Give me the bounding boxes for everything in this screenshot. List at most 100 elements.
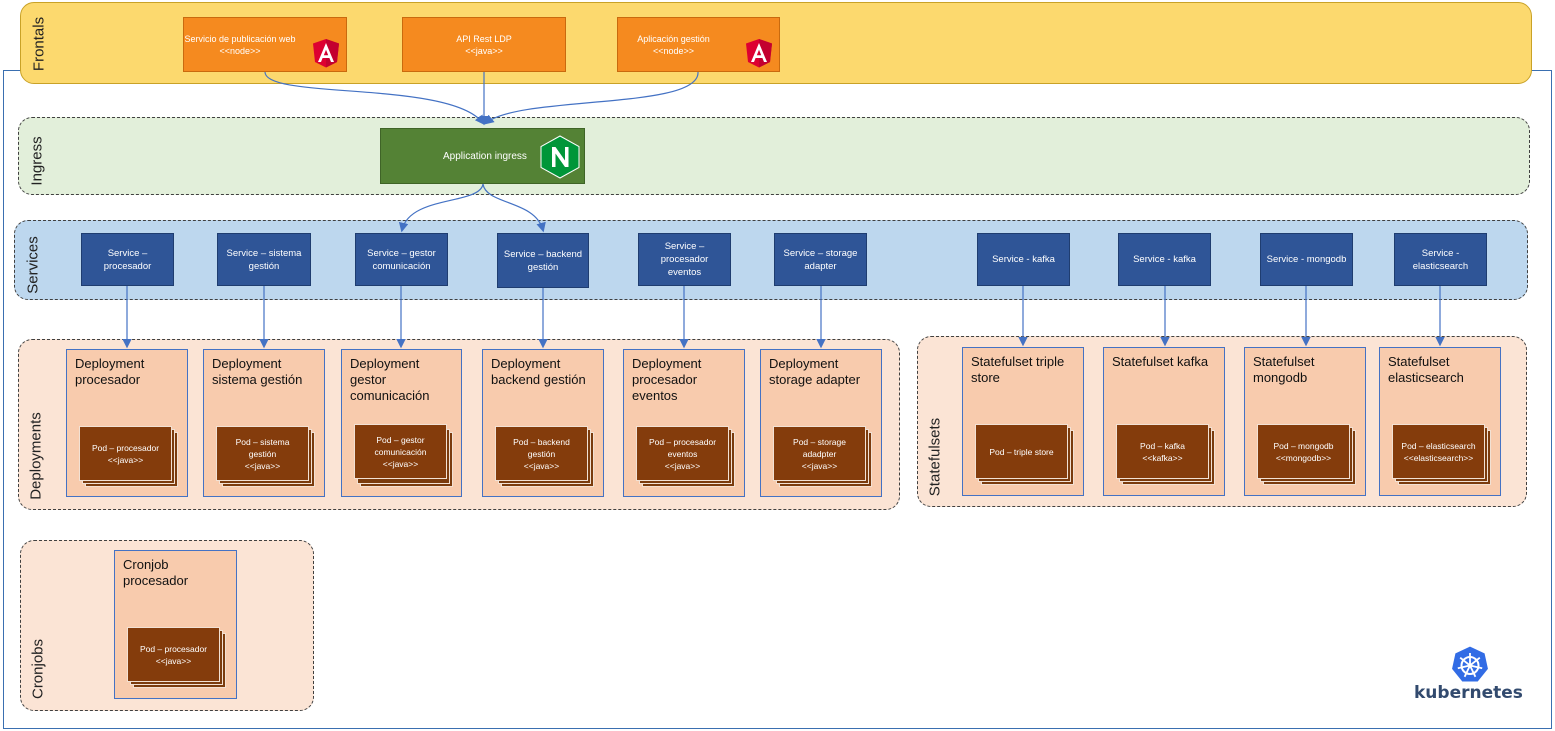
statefulset-triple-store: Statefulset triple store Pod – triple st… [962,347,1084,496]
service-mongodb: Service - mongodb [1260,233,1353,286]
statefulset-title: Statefulset triple store [971,354,1065,385]
pod-procesador-cron: Pod – procesador <<java>> [127,627,220,682]
service-line1: Service – [664,241,705,252]
pod-line: <<java>> [155,655,192,666]
deployment-title: Deployment backend gestión [491,356,586,387]
frontal-api-rest-ldp: API Rest LDP <<java>> [402,17,566,72]
deployment-title: Deployment gestor comunicación [350,356,430,403]
ingress-band-label: Ingress [28,136,46,186]
angular-icon [313,39,339,68]
pod-line: <<mongodb>> [1275,452,1332,463]
pod-line: Pod – sistema [235,436,290,447]
pod-line: <<java>> [107,454,144,465]
statefulset-mongodb: Statefulset mongodb Pod – mongodb <<mong… [1244,347,1366,496]
service-line2: gestión [248,260,280,272]
pod-line: <<java>> [382,458,419,469]
service-line2: procesador eventos [660,254,709,278]
service-line1: Service – backend [503,248,583,260]
service-line1: Service – gestor [367,247,436,259]
service-line2: gestión [527,261,559,273]
statefulsets-band-label: Statefulsets [926,417,944,497]
frontal-aplicacion-gestion: Aplicación gestión <<node>> [617,17,780,72]
kubernetes-wordmark: kubernetes [1414,683,1523,703]
service-line2: comunicación [372,260,431,272]
pod-line: <<java>> [664,460,701,471]
pod-line: <<java>> [801,460,838,471]
services-band-label: Services [24,236,42,294]
cronjob-title: Cronjob procesador [123,557,189,588]
frontal-stereotype: <<node>> [652,45,695,56]
pod-line: Pod – procesador [91,442,160,453]
pod-line: eventos [667,448,698,459]
service-line1: Service - [1421,247,1460,259]
frontal-stereotype: <<java>> [465,45,503,56]
service-line2: adapter [804,260,837,272]
service-line1: Service - kafka [1133,254,1196,265]
deployment-backend-gestion: Deployment backend gestión Pod – backend… [482,349,604,497]
frontal-stereotype: <<node>> [219,45,261,56]
pod-line: Pod – procesador [648,436,717,447]
service-procesador-eventos: Service – procesador eventos [638,233,731,286]
pod-line: <<java>> [523,460,560,471]
pod-elasticsearch: Pod – elasticsearch <<elasticsearch>> [1392,424,1485,479]
cronjobs-band-label: Cronjobs [29,638,47,700]
statefulset-title: Statefulset mongodb [1253,354,1315,385]
deployment-title: Deployment procesador [75,356,145,387]
service-kafka-2: Service - kafka [1118,233,1211,286]
statefulset-kafka: Statefulset kafka Pod – kafka <<kafka>> [1103,347,1225,496]
ingress-band: Ingress [18,117,1530,195]
pod-backend-gestion: Pod – backend gestión <<java>> [495,426,588,481]
frontal-name: Aplicación gestión [637,33,710,44]
pod-line: Pod – triple store [989,446,1054,457]
service-line1: Service - mongodb [1266,254,1347,265]
deployment-sistema-gestion: Deployment sistema gestión Pod – sistema… [203,349,325,497]
deployment-title: Deployment storage adapter [769,356,861,387]
deployment-title: Deployment procesador eventos [632,356,702,403]
pod-procesador-eventos: Pod – procesador eventos <<java>> [636,426,729,481]
deployments-band-label: Deployments [27,412,45,500]
deployment-gestor-comunicacion: Deployment gestor comunicación Pod – ges… [341,349,462,497]
service-line2: procesador [103,260,152,272]
frontal-servicio-publicacion-web: Servicio de publicación web <<node>> [183,17,347,72]
nginx-icon [540,135,580,179]
pod-procesador: Pod – procesador <<java>> [79,426,172,481]
deployment-procesador-eventos: Deployment procesador eventos Pod – proc… [623,349,745,497]
service-line1: Service – storage [783,247,858,259]
service-line1: Service - kafka [992,254,1055,265]
pod-line: gestión [248,448,277,459]
pod-line: Pod – procesador [139,643,208,654]
deployment-procesador: Deployment procesador Pod – procesador <… [66,349,188,497]
pod-mongodb: Pod – mongodb <<mongodb>> [1257,424,1350,479]
frontal-name: API Rest LDP [456,33,512,44]
statefulset-title: Statefulset kafka [1112,354,1209,369]
application-ingress: Application ingress [380,128,585,184]
service-line1: Service – [107,247,148,259]
pod-line: Pod – elasticsearch [1401,440,1476,451]
pod-gestor-comunicacion: Pod – gestor comunicación <<java>> [354,424,447,479]
pod-sistema-gestion: Pod – sistema gestión <<java>> [216,426,309,481]
pod-line: <<java>> [244,460,281,471]
pod-line: Pod – backend [513,436,570,447]
pod-kafka: Pod – kafka <<kafka>> [1116,424,1209,479]
pod-storage-adapter: Pod – storage adadpter <<java>> [773,426,866,481]
service-line1: Service – sistema [226,247,302,259]
pod-triple-store: Pod – triple store [975,424,1068,479]
kubernetes-icon [1450,645,1490,683]
deployment-storage-adapter: Deployment storage adapter Pod – storage… [760,349,882,497]
pod-line: adadpter [802,448,837,459]
service-elasticsearch: Service -elasticsearch [1394,233,1487,286]
pod-line: Pod – storage [793,436,846,447]
service-procesador: Service –procesador [81,233,174,286]
service-line2: elasticsearch [1412,260,1469,272]
frontal-name: Servicio de publicación web [184,33,296,44]
pod-line: Pod – gestor [376,434,425,445]
pod-line: <<kafka>> [1142,452,1183,463]
pod-line: Pod – mongodb [1273,440,1334,451]
statefulset-title: Statefulset elasticsearch [1388,354,1464,385]
ingress-label: Application ingress [443,150,527,162]
angular-icon [746,39,772,68]
cronjob-procesador: Cronjob procesador Pod – procesador <<ja… [114,550,237,699]
